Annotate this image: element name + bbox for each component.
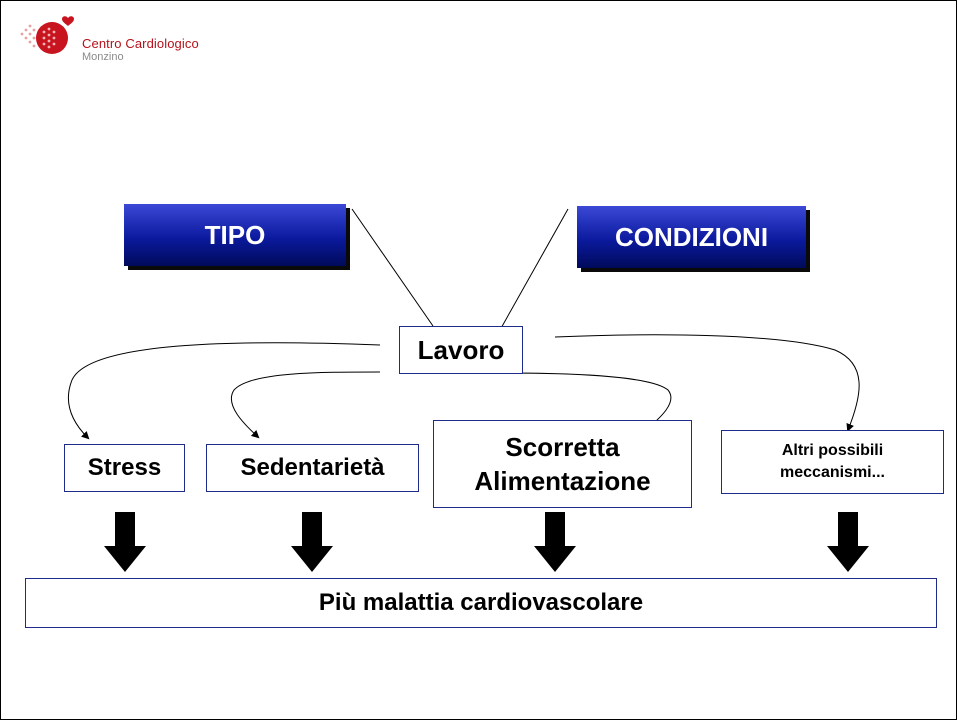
curve-to-stress	[67, 342, 381, 440]
lavoro-label: Lavoro	[417, 334, 505, 365]
tipo-label: TIPO	[204, 219, 266, 250]
condizioni-label: CONDIZIONI	[614, 221, 769, 252]
line-condizioni-lavoro	[499, 208, 569, 331]
mechanism-label: Stress	[87, 454, 162, 481]
tipo-box: TIPO	[124, 204, 346, 266]
mechanism-box-altri: Altri possibili meccanismi...	[721, 430, 944, 494]
outcome-box: Più malattia cardiovascolare	[25, 578, 937, 628]
mechanism-box-alimentazione: Scorretta Alimentazione	[433, 420, 692, 508]
heart-logo-icon	[20, 16, 74, 54]
mechanism-box-sedentarieta: Sedentarietà	[206, 444, 419, 492]
down-arrow-icon	[534, 512, 576, 572]
mechanism-label-line2: Alimentazione	[474, 466, 651, 496]
curve-to-alimentazione	[504, 372, 672, 430]
outcome-label: Più malattia cardiovascolare	[318, 589, 644, 616]
logo-title: Centro Cardiologico	[82, 36, 199, 51]
logo-subtitle: Monzino	[82, 51, 124, 63]
curve-to-altri	[554, 334, 860, 432]
down-arrow-icon	[104, 512, 146, 572]
line-tipo-lavoro	[351, 208, 434, 327]
condizioni-box: CONDIZIONI	[577, 206, 806, 268]
logo: Centro Cardiologico Monzino	[14, 14, 244, 63]
lavoro-box: Lavoro	[399, 326, 523, 374]
mechanism-label-line1: Altri possibili	[781, 442, 884, 459]
down-arrow-icon	[291, 512, 333, 572]
mechanism-box-stress: Stress	[64, 444, 185, 492]
mechanism-label-line2: meccanismi...	[780, 464, 885, 481]
curve-to-sedentarieta	[230, 371, 381, 439]
down-arrow-icon	[827, 512, 869, 572]
mechanism-label-line1: Scorretta	[505, 432, 620, 462]
mechanism-label: Sedentarietà	[240, 454, 385, 481]
